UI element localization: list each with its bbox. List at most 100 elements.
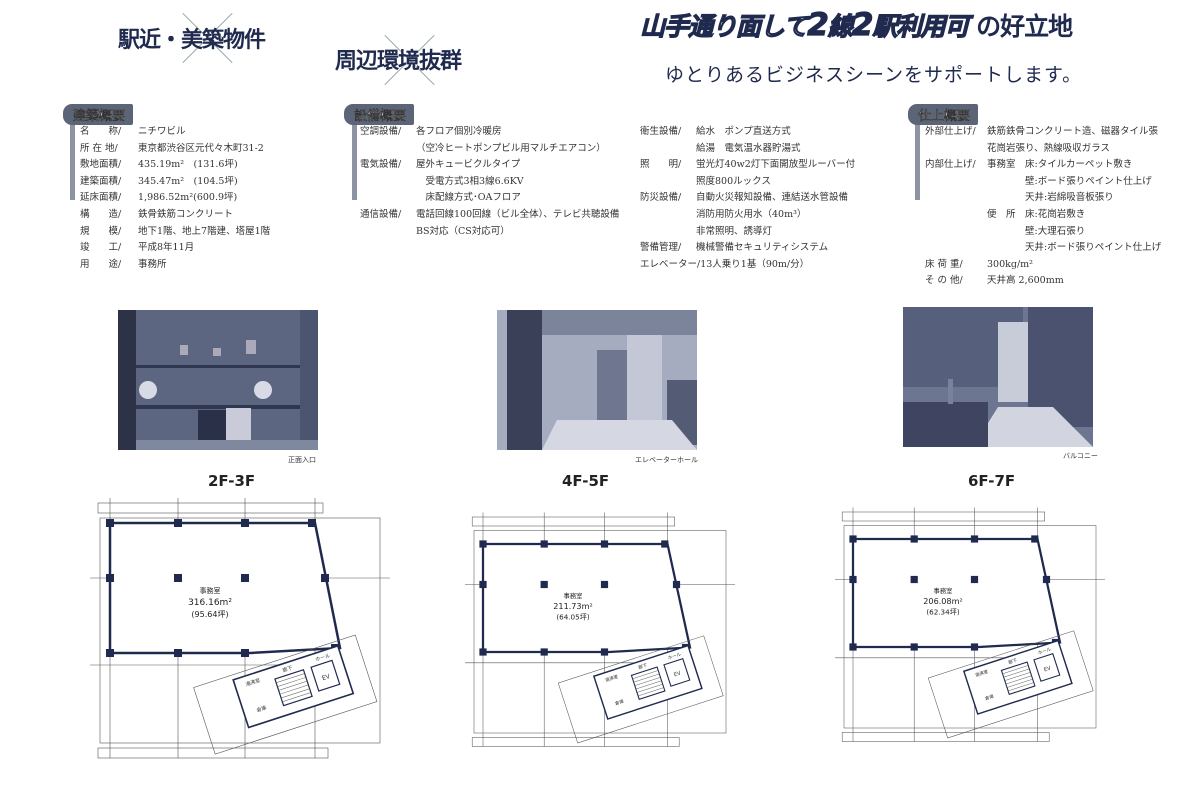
spec-value: （空冷ヒートポンプビル用マルチエアコン） [416,142,606,154]
photo-caption: 正面入口 [288,456,316,464]
room-name: 事務室 [564,591,583,600]
office-wall [108,521,342,655]
spec-row: 給湯 電気温水器貯湯式 [640,141,855,158]
column [174,574,182,582]
spec-key: 延床面積/ [80,192,122,204]
stair-step [638,687,664,697]
dimension-line [841,732,1050,742]
spec-value: 便 所 床:花崗岩敷き [987,208,1086,220]
section-title-building: 建築概要 [63,104,134,125]
spec-key: 所 在 地/ [80,142,118,154]
stair-step [276,673,305,684]
stair-step [633,673,660,683]
balcony-outline [557,635,724,744]
office-wall [851,537,1062,649]
spec-value: ニチワビル [138,126,186,137]
stair-step [1006,678,1033,688]
column [672,580,681,589]
spec-row: エレベーター/13人乗り1基（90m/分） [640,257,855,274]
elevator [663,658,691,687]
spec-key: 床 荷 重/ [925,258,963,270]
spec-key: エレベーター/ [640,258,701,270]
photo-caption: バルコニー [1063,452,1098,460]
spec-value: 非常照明、誘導灯 [696,225,773,237]
finish-spec-list: 外部仕上げ/鉄筋鉄骨コンクリート造、磁器タイル張花崗岩張り、熱線吸収ガラス内部仕… [925,124,1161,290]
spec-row: 非常照明、誘導灯 [640,224,855,241]
spec-row: 空調設備/各フロア個別冷暖房 [360,124,619,141]
storage-label: 倉庫 [984,692,995,702]
spec-key: 防災設備/ [640,192,682,204]
spec-value: 壁:大理石張り [987,225,1086,237]
stair-step [1002,665,1029,675]
spec-row: BS対応（CS対応可） [360,224,619,241]
spec-row: 内部仕上げ/事務室 床:タイルカーペット敷き [925,157,1161,174]
section-title-finish: 仕上概要 [908,104,979,125]
spec-row: 電気設備/屋外キュービクルタイプ [360,157,619,174]
hall-label: ホール [315,653,331,663]
spec-key: 内部仕上げ/ [925,159,976,171]
column [600,580,609,589]
equipment-spec-list: 空調設備/各フロア個別冷暖房（空冷ヒートポンプビル用マルチエアコン） 電気設備/屋… [360,124,619,240]
spec-value: 345.47m² (104.5坪) [138,175,238,187]
spec-row: 花崗岩張り、熱線吸収ガラス [925,141,1161,158]
spec-value: 435.19m² (131.6坪) [138,159,238,171]
stair-step [636,683,663,693]
stair [630,666,666,701]
spec-value: 13人乗り1基（90m/分） [700,258,810,270]
spec-row: 受電方式3相3線6.6KV [360,174,619,191]
elevator [310,659,341,692]
spec-row: 延床面積/1,986.52m²(600.9坪) [80,190,270,207]
column [540,580,548,589]
spec-key: 建築面積/ [80,175,122,187]
outline [99,517,381,744]
ev-label: EV [1043,665,1052,673]
spec-key: 照 明/ [640,159,682,171]
spec-value: 屋外キュービクルタイプ [416,159,521,171]
floor-title-4f-5f: 4F-5F [562,472,610,490]
outline [843,525,1097,729]
column [308,519,316,527]
column [600,540,609,548]
spec-value: 天井:ボード張りペイント仕上げ [987,242,1162,254]
section-bar [352,112,357,200]
stair-step [634,677,661,686]
spec-value: 消防用防火用水（40m³） [696,208,807,220]
main-headline: 山手通り面して2線2駅利用可 の好立地 [639,6,1073,46]
column [241,574,249,582]
column [849,535,857,543]
spec-key: 竣 工/ [80,242,122,254]
spec-value: 事務室 床:タイルカーペット敷き [987,159,1133,171]
column [849,643,857,651]
corridor-label: 廊下 [637,661,648,671]
stair-step [281,688,310,699]
stair-step [282,692,311,703]
column [540,648,548,656]
main-headline-part: 駅利用可 [872,11,970,41]
stair-step [1008,682,1034,692]
dimension-line [471,516,675,527]
storage-label: 倉庫 [614,697,625,707]
room-tsubo: (62.34坪) [926,608,960,617]
floor-title-6f-7f: 6F-7F [968,472,1016,490]
column [241,649,249,657]
spec-row: 消防用防火用水（40m³） [640,207,855,224]
spec-row: 警備管理/機械警備セキュリティシステム [640,240,855,257]
room-area: 211.73m² [553,601,592,611]
main-headline-part: の好立地 [976,12,1073,41]
spec-value: 給水 ポンプ直送方式 [696,126,791,137]
equipment-spec-list-2: 衛生設備/給水 ポンプ直送方式給湯 電気温水器貯湯式照 明/蛍光灯40w2灯下面… [640,124,855,273]
spec-value: 平成8年11月 [138,242,195,254]
spec-value: BS対応（CS対応可） [416,225,510,237]
hall-label: ホール [667,651,682,661]
column [479,540,487,548]
column [479,580,487,589]
main-headline-part: 山手通り面して [639,11,808,41]
spec-row: 壁:大理石張り [925,224,1161,241]
column [540,540,548,548]
stair [1000,661,1036,696]
